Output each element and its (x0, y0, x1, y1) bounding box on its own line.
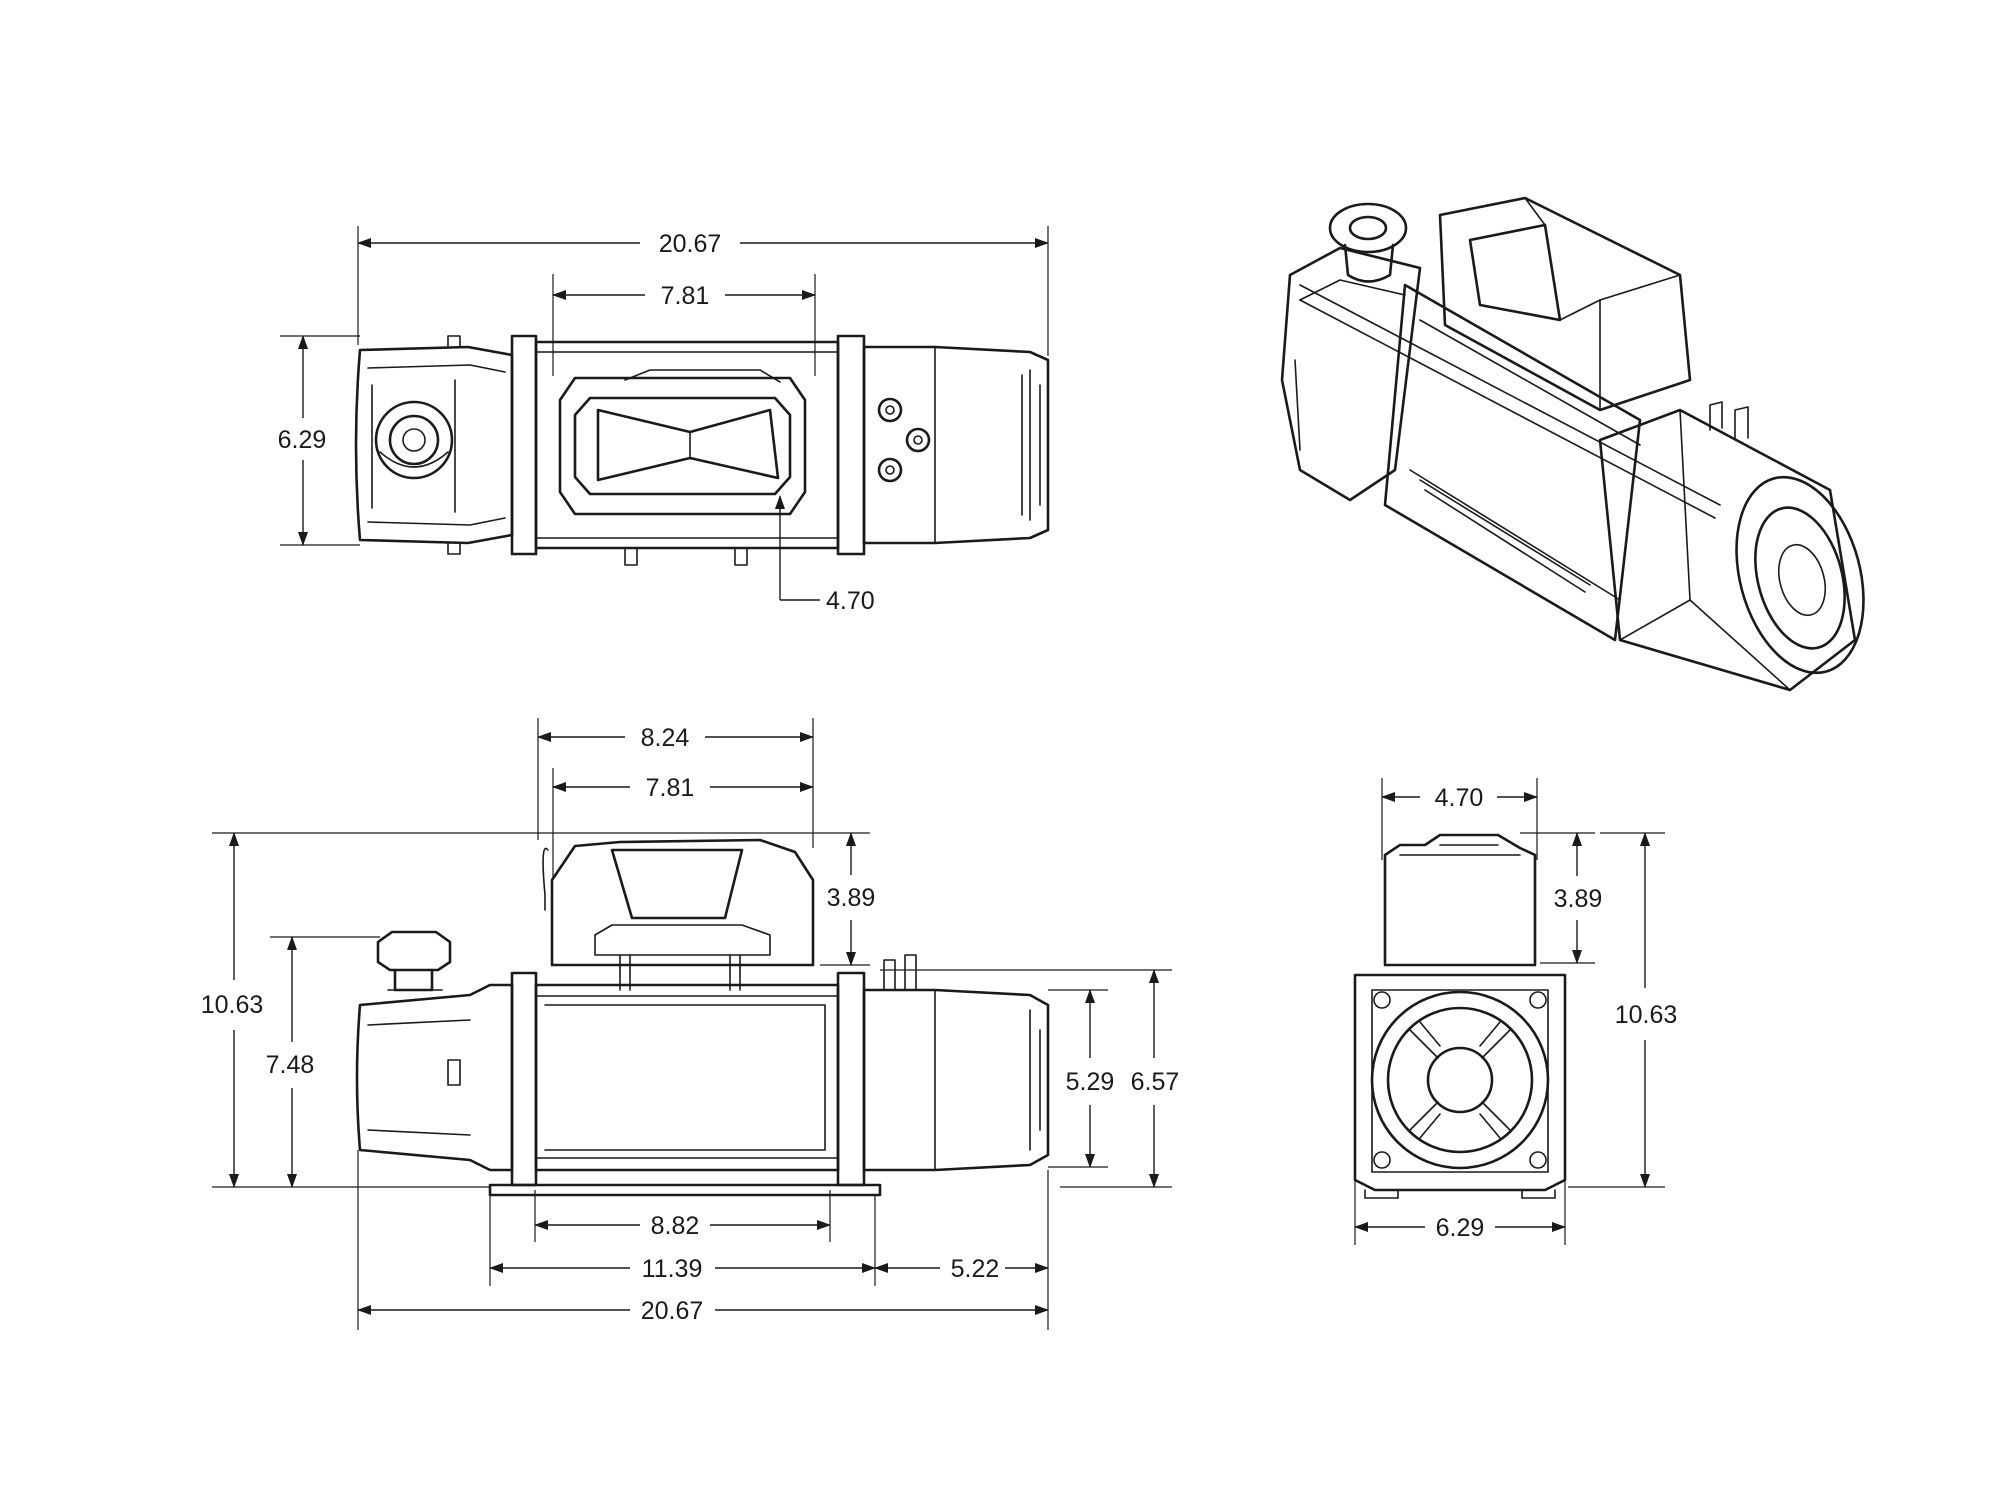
side-dim-overall-height-label: 10.63 (1615, 1001, 1678, 1029)
front-dim-housing-length-label: 8.24 (641, 724, 690, 752)
front-dim-cover-height-label: 3.89 (827, 884, 876, 912)
side-view-drum-end (1370, 990, 1550, 1170)
top-dim-width: 6.29 (278, 335, 360, 546)
front-dim-motor-length-label: 5.22 (951, 1255, 1000, 1283)
front-dim-overall-height-label: 10.63 (201, 991, 264, 1019)
front-dim-drum-height: 5.29 (1048, 989, 1115, 1168)
front-dim-cap-height-label: 7.48 (266, 1051, 315, 1079)
side-dim-overall-height: 10.63 (1568, 832, 1678, 1188)
isometric-cap (1328, 202, 1408, 283)
top-dim-cover-offset: 4.70 (775, 495, 875, 615)
front-dim-drum-length-label: 8.82 (651, 1212, 700, 1240)
isometric-motor (1598, 408, 1865, 692)
top-view-outline (354, 334, 1050, 566)
isometric-view (1280, 196, 1865, 692)
side-dim-cover-height-label: 3.89 (1554, 885, 1603, 913)
top-dim-cover-length: 7.81 (552, 274, 816, 376)
top-view: 20.67 7.81 6.29 4.70 (278, 226, 1050, 615)
front-dim-motor-length: 5.22 (874, 1170, 1049, 1330)
side-view: 4.70 3.89 10.63 6.29 (1353, 778, 1678, 1245)
front-dim-base-length-label: 11.39 (642, 1255, 703, 1283)
front-dim-cover-length-label: 7.81 (646, 774, 695, 802)
top-dim-cover-length-label: 7.81 (661, 282, 710, 310)
isometric-control-box (1438, 196, 1692, 412)
top-view-cap (374, 400, 454, 480)
front-dim-body-height-label: 6.57 (1131, 1068, 1180, 1096)
top-view-terminals (877, 397, 931, 483)
side-dim-base-width: 6.29 (1354, 1180, 1566, 1245)
side-view-outline (1353, 833, 1567, 1199)
front-dim-overall-length-label: 20.67 (641, 1297, 704, 1325)
top-view-control-box (558, 369, 807, 516)
side-dim-cover-height: 3.89 (1520, 832, 1603, 964)
front-view-cap (376, 930, 452, 992)
top-dim-overall-length: 20.67 (357, 226, 1049, 356)
front-view-outline (355, 838, 1050, 1197)
front-dim-base-length: 11.39 (489, 1195, 876, 1286)
top-dim-width-label: 6.29 (278, 426, 327, 454)
front-dim-overall-length: 20.67 (357, 1150, 1049, 1330)
side-dim-base-width-label: 6.29 (1436, 1214, 1485, 1242)
front-dim-drum-height-label: 5.29 (1066, 1068, 1115, 1096)
side-dim-cover-width: 4.70 (1381, 778, 1538, 860)
side-dim-cover-width-label: 4.70 (1435, 784, 1484, 812)
front-dim-drum-length: 8.82 (534, 1190, 831, 1242)
front-view: 8.24 7.81 10.63 7.48 (201, 718, 1180, 1330)
front-dim-cover-height: 3.89 (820, 832, 876, 966)
top-dim-overall-length-label: 20.67 (659, 230, 722, 258)
front-dim-housing-length: 8.24 (537, 718, 814, 848)
front-dim-cover-length: 7.81 (552, 768, 814, 880)
front-dim-overall-height: 10.63 (201, 832, 870, 1188)
front-view-control-cover (542, 838, 815, 991)
front-dim-body-height: 6.57 (880, 969, 1180, 1188)
top-dim-cover-offset-label: 4.70 (826, 587, 875, 615)
front-dim-cap-height: 7.48 (266, 936, 380, 1188)
